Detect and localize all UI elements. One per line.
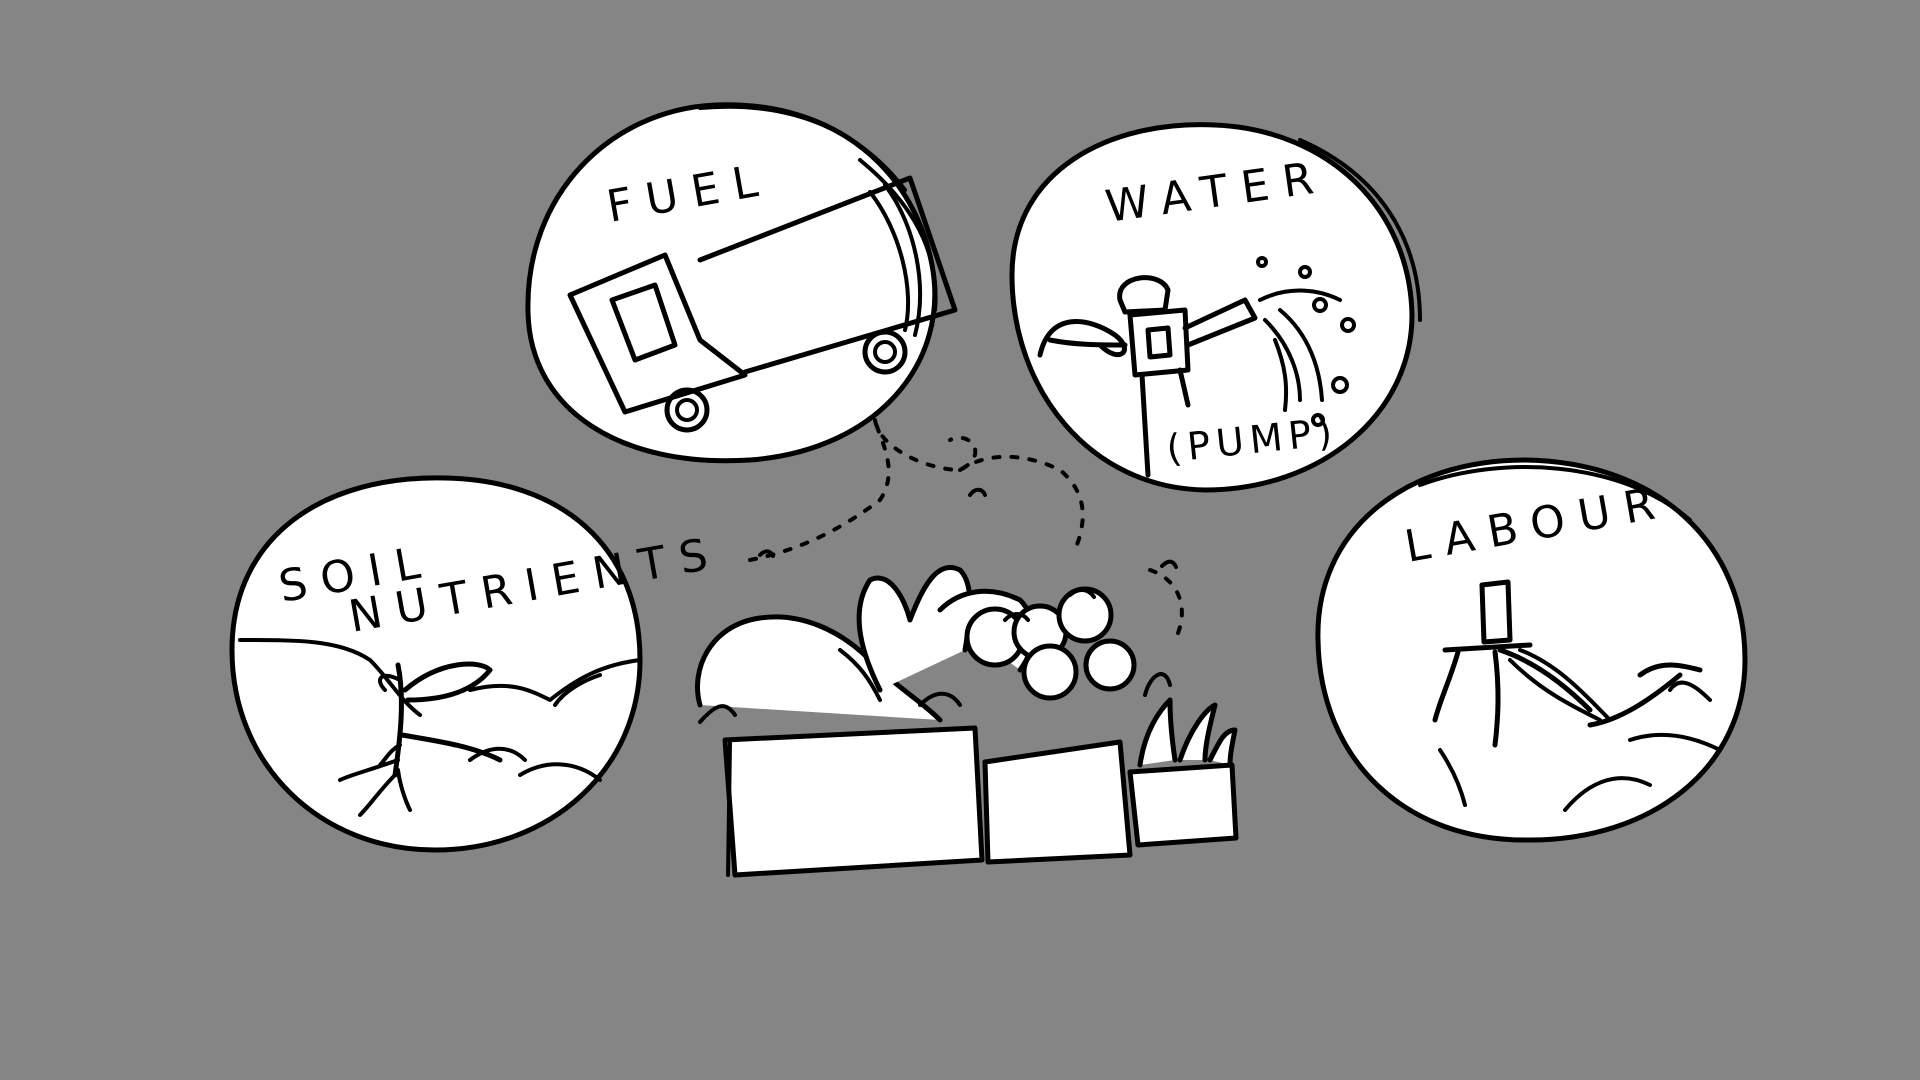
seedling-icon [338, 661, 503, 817]
labour-circle: LABOUR [1315, 457, 1748, 843]
fuel-circle: FUEL [525, 102, 958, 464]
pump-icon [1037, 256, 1356, 478]
truck-icon [567, 175, 958, 433]
vegetable-crates-icon [695, 418, 1239, 878]
farmer-icon [1432, 579, 1722, 812]
water-circle: WATER (PUMP) [1009, 122, 1422, 493]
